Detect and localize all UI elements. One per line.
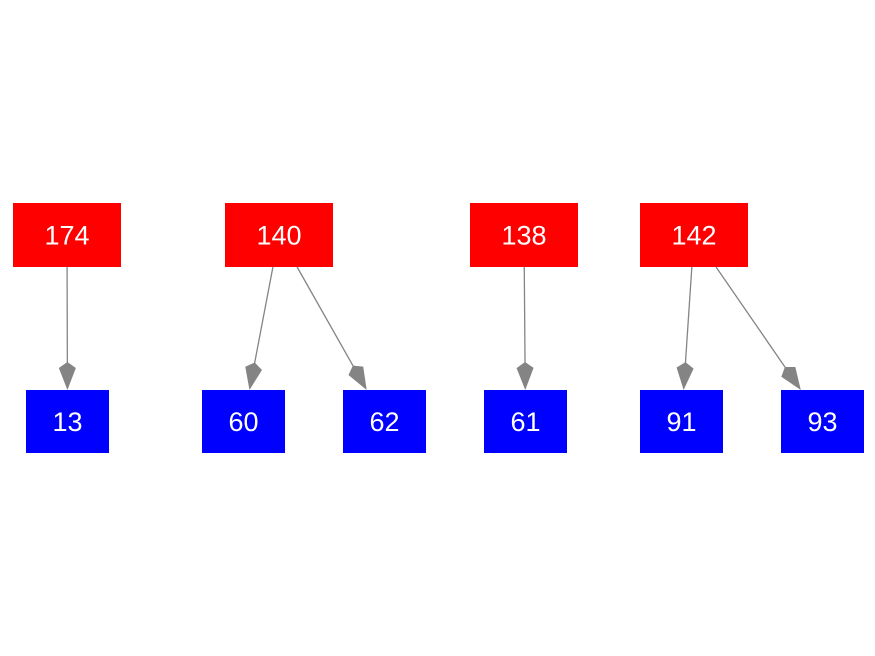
node-box-child[interactable] xyxy=(781,390,864,453)
node-60[interactable]: 60 xyxy=(202,390,285,453)
edge-line xyxy=(715,266,788,371)
edge-140-60 xyxy=(245,266,274,390)
node-box-child[interactable] xyxy=(484,390,567,453)
edge-line xyxy=(523,266,526,367)
node-140[interactable]: 140 xyxy=(225,203,333,267)
node-box-parent[interactable] xyxy=(470,203,578,267)
edge-line xyxy=(684,266,693,367)
arrowhead-icon xyxy=(676,362,694,390)
arrowhead-icon xyxy=(781,366,801,390)
edge-line xyxy=(253,266,274,367)
edge-142-91 xyxy=(676,266,694,390)
node-box-child[interactable] xyxy=(26,390,109,453)
node-93[interactable]: 93 xyxy=(781,390,864,453)
edge-line xyxy=(296,266,356,370)
node-box-child[interactable] xyxy=(640,390,723,453)
arrowhead-icon xyxy=(348,365,367,390)
node-box-child[interactable] xyxy=(202,390,285,453)
node-box-parent[interactable] xyxy=(640,203,748,267)
node-142[interactable]: 142 xyxy=(640,203,748,267)
edge-174-13 xyxy=(58,266,76,390)
node-91[interactable]: 91 xyxy=(640,390,723,453)
node-box-parent[interactable] xyxy=(13,203,121,267)
node-62[interactable]: 62 xyxy=(343,390,426,453)
edge-138-61 xyxy=(516,266,534,390)
node-174[interactable]: 174 xyxy=(13,203,121,267)
arrowhead-icon xyxy=(516,362,534,390)
node-box-parent[interactable] xyxy=(225,203,333,267)
node-13[interactable]: 13 xyxy=(26,390,109,453)
arrowhead-icon xyxy=(245,362,262,390)
node-box-child[interactable] xyxy=(343,390,426,453)
edge-142-93 xyxy=(715,266,801,390)
node-138[interactable]: 138 xyxy=(470,203,578,267)
edge-140-62 xyxy=(296,266,367,390)
node-61[interactable]: 61 xyxy=(484,390,567,453)
arrowhead-icon xyxy=(58,362,76,390)
